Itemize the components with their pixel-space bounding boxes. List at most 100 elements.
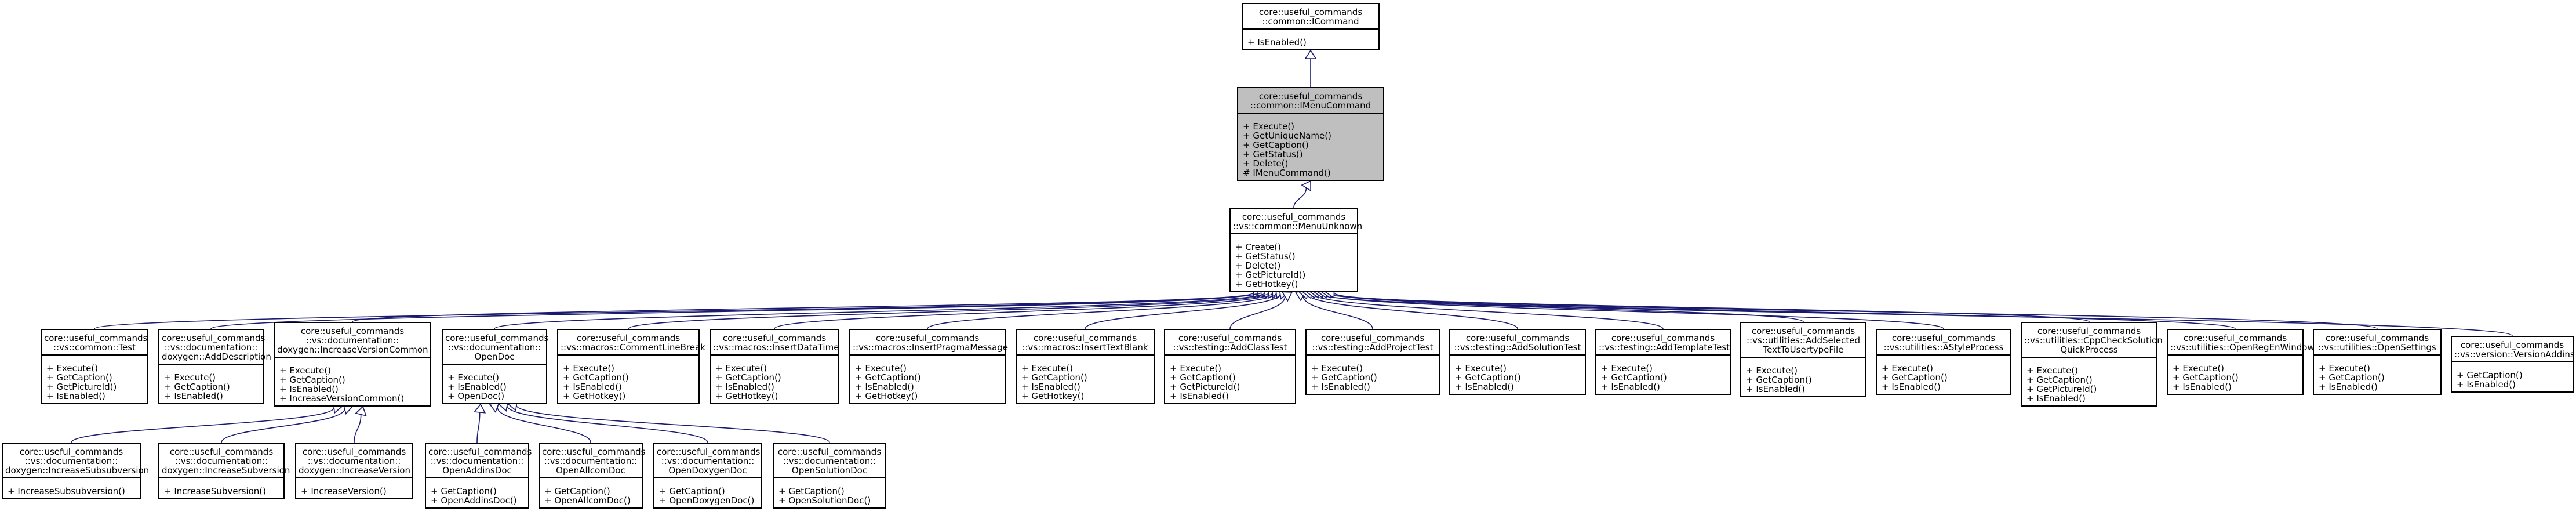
attribute-compartment: [443, 364, 546, 370]
class-name: core::useful_commands ::vs::common::Menu…: [1233, 212, 1363, 231]
class-node-inserttextblank[interactable]: core::useful_commands ::vs::macros::Inse…: [1016, 329, 1155, 404]
method-list: + GetCaption()+ OpenAllcomDoc(): [540, 484, 642, 507]
method-item: + GetCaption(): [544, 486, 610, 496]
class-node-openallcomdoc[interactable]: core::useful_commands ::vs::documentatio…: [539, 443, 645, 509]
method-item: + IsEnabled(): [279, 384, 339, 394]
class-node-addprojecttest[interactable]: core::useful_commands ::vs::testing::Add…: [1305, 329, 1440, 395]
class-node-menuunknown[interactable]: core::useful_commands ::vs::common::Menu…: [1229, 208, 1363, 292]
method-item: + GetPictureId(): [2026, 384, 2097, 394]
method-item: + IsEnabled(): [1746, 384, 1805, 394]
method-list: + IncreaseSubsubversion(): [3, 484, 140, 498]
inheritance-edge: [927, 293, 1277, 329]
method-list: + GetCaption()+ IsEnabled(): [2452, 368, 2573, 391]
attribute-compartment: [2022, 357, 2156, 363]
attribute-compartment: [1877, 354, 2010, 361]
inheritance-edge: [94, 292, 1254, 329]
inheritance-edge: [1333, 292, 2513, 336]
class-node-incver[interactable]: core::useful_commands ::vs::documentatio…: [295, 443, 413, 499]
method-list: + Execute()+ GetCaption()+ IsEnabled()+ …: [850, 361, 1005, 403]
attribute-compartment: [159, 364, 263, 370]
attribute-compartment: [1231, 233, 1357, 240]
class-node-opensolutiondoc[interactable]: core::useful_commands ::vs::documentatio…: [773, 443, 886, 509]
method-item: + IsEnabled(): [1311, 382, 1370, 392]
class-node-adddescription[interactable]: core::useful_commands ::vs::documentatio…: [158, 329, 271, 404]
inheritance-edge: [516, 405, 830, 443]
attribute-compartment: [2452, 361, 2573, 368]
method-item: + GetHotkey(): [715, 391, 778, 401]
class-node-openregedit[interactable]: core::useful_commands ::vs::utilities::O…: [2167, 329, 2315, 395]
class-node-test[interactable]: core::useful_commands ::vs::common::Test…: [41, 329, 148, 404]
method-item: + GetCaption(): [431, 486, 497, 496]
method-item: + Execute(): [279, 365, 332, 376]
inheritance-edge: [494, 292, 1265, 329]
class-node-icommand[interactable]: core::useful_commands ::common::ICommand…: [1242, 3, 1380, 50]
method-item: + IsEnabled(): [2173, 382, 2232, 392]
class-node-opendoxygendoc[interactable]: core::useful_commands ::vs::documentatio…: [653, 443, 762, 509]
class-name: core::useful_commands ::vs::testing::Add…: [1312, 333, 1433, 353]
attribute-compartment: [1165, 354, 1295, 361]
class-name: core::useful_commands ::vs::testing::Add…: [1173, 333, 1287, 353]
method-list: + Execute()+ GetCaption()+ GetPictureId(…: [1165, 361, 1295, 403]
method-list: + Create()+ GetStatus()+ Delete()+ GetPi…: [1231, 240, 1357, 291]
inheritance-arrowhead: [474, 403, 486, 414]
class-node-insertdatatime[interactable]: core::useful_commands ::vs::macros::Inse…: [710, 329, 839, 404]
class-node-opendoc[interactable]: core::useful_commands ::vs::documentatio…: [442, 329, 548, 404]
method-item: + GetCaption(): [2173, 372, 2239, 383]
class-node-addsolutiontest[interactable]: core::useful_commands ::vs::testing::Add…: [1449, 329, 1586, 395]
method-item: + GetCaption(): [1243, 140, 1309, 150]
class-node-versionaddins[interactable]: core::useful_commands ::vs::version::Ver…: [2451, 336, 2575, 393]
method-item: + GetCaption(): [1021, 372, 1087, 383]
class-node-addselected[interactable]: core::useful_commands ::vs::utilities::A…: [1740, 322, 1866, 397]
method-item: + Execute(): [1170, 363, 1222, 373]
attribute-compartment: [1243, 28, 1378, 35]
class-name: core::useful_commands ::vs::documentatio…: [162, 333, 271, 362]
method-item: + IncreaseVersion(): [301, 486, 387, 496]
inheritance-edge: [1302, 295, 1373, 329]
attribute-compartment: [850, 354, 1005, 361]
method-item: + IncreaseSubsubversion(): [8, 486, 125, 496]
class-node-addclasstest[interactable]: core::useful_commands ::vs::testing::Add…: [1164, 329, 1296, 404]
class-name: core::useful_commands ::vs::macros::Comm…: [561, 333, 705, 353]
method-item: + IsEnabled(): [447, 382, 507, 392]
method-list: + IncreaseVersion(): [296, 484, 412, 498]
class-name: core::useful_commands ::common::ICommand: [1258, 7, 1363, 27]
class-node-incverscommon[interactable]: core::useful_commands ::vs::documentatio…: [274, 322, 431, 407]
inheritance-edge: [1307, 293, 1518, 329]
method-item: + Execute(): [1882, 363, 1934, 373]
method-list: + IncreaseSubversion(): [159, 484, 283, 498]
method-item: + Execute(): [715, 363, 767, 373]
class-node-cppcheck[interactable]: core::useful_commands ::vs::utilities::C…: [2021, 322, 2163, 407]
class-node-addtemplatetest[interactable]: core::useful_commands ::vs::testing::Add…: [1595, 329, 1731, 395]
inheritance-edge: [352, 292, 1262, 322]
class-name: core::useful_commands ::vs::documentatio…: [299, 447, 410, 476]
class-name: core::useful_commands ::vs::utilities::O…: [2170, 333, 2315, 353]
method-item: + GetStatus(): [1243, 149, 1303, 159]
method-item: + GetCaption(): [2026, 375, 2093, 385]
method-item: + Create(): [1235, 242, 1281, 252]
method-item: + IsEnabled(): [855, 382, 914, 392]
method-item: + GetCaption(): [1601, 372, 1667, 383]
method-list: + Execute()+ GetCaption()+ IsEnabled(): [159, 370, 263, 403]
method-list: + GetCaption()+ OpenAddinsDoc(): [426, 484, 528, 507]
class-node-openaddinsdoc[interactable]: core::useful_commands ::vs::documentatio…: [425, 443, 532, 509]
class-node-commentlinebreak[interactable]: core::useful_commands ::vs::macros::Comm…: [557, 329, 705, 404]
attribute-compartment: [42, 354, 147, 361]
method-item: + Execute(): [855, 363, 907, 373]
class-name: core::useful_commands ::vs::documentatio…: [162, 447, 290, 476]
class-node-incsub[interactable]: core::useful_commands ::vs::documentatio…: [158, 443, 290, 499]
class-name: core::useful_commands ::vs::macros::Inse…: [853, 333, 1009, 353]
inheritance-edge: [221, 408, 345, 443]
attribute-compartment: [774, 477, 885, 484]
method-item: + GetCaption(): [46, 372, 112, 383]
inheritance-edge: [1330, 292, 2378, 329]
class-node-imenucommand[interactable]: core::useful_commands ::common::IMenuCom…: [1237, 87, 1384, 181]
class-node-insertpragma[interactable]: core::useful_commands ::vs::macros::Inse…: [849, 329, 1009, 404]
class-node-opensettings[interactable]: core::useful_commands ::vs::utilities::O…: [2313, 329, 2442, 395]
attribute-compartment: [3, 477, 140, 484]
method-item: + OpenDoc(): [447, 391, 505, 401]
method-item: + IncreaseVersionCommon(): [279, 393, 405, 404]
class-node-astyleprocess[interactable]: core::useful_commands ::vs::utilities::A…: [1876, 329, 2011, 395]
method-item: + Execute(): [563, 363, 615, 373]
class-node-incsubsub[interactable]: core::useful_commands ::vs::documentatio…: [2, 443, 149, 499]
